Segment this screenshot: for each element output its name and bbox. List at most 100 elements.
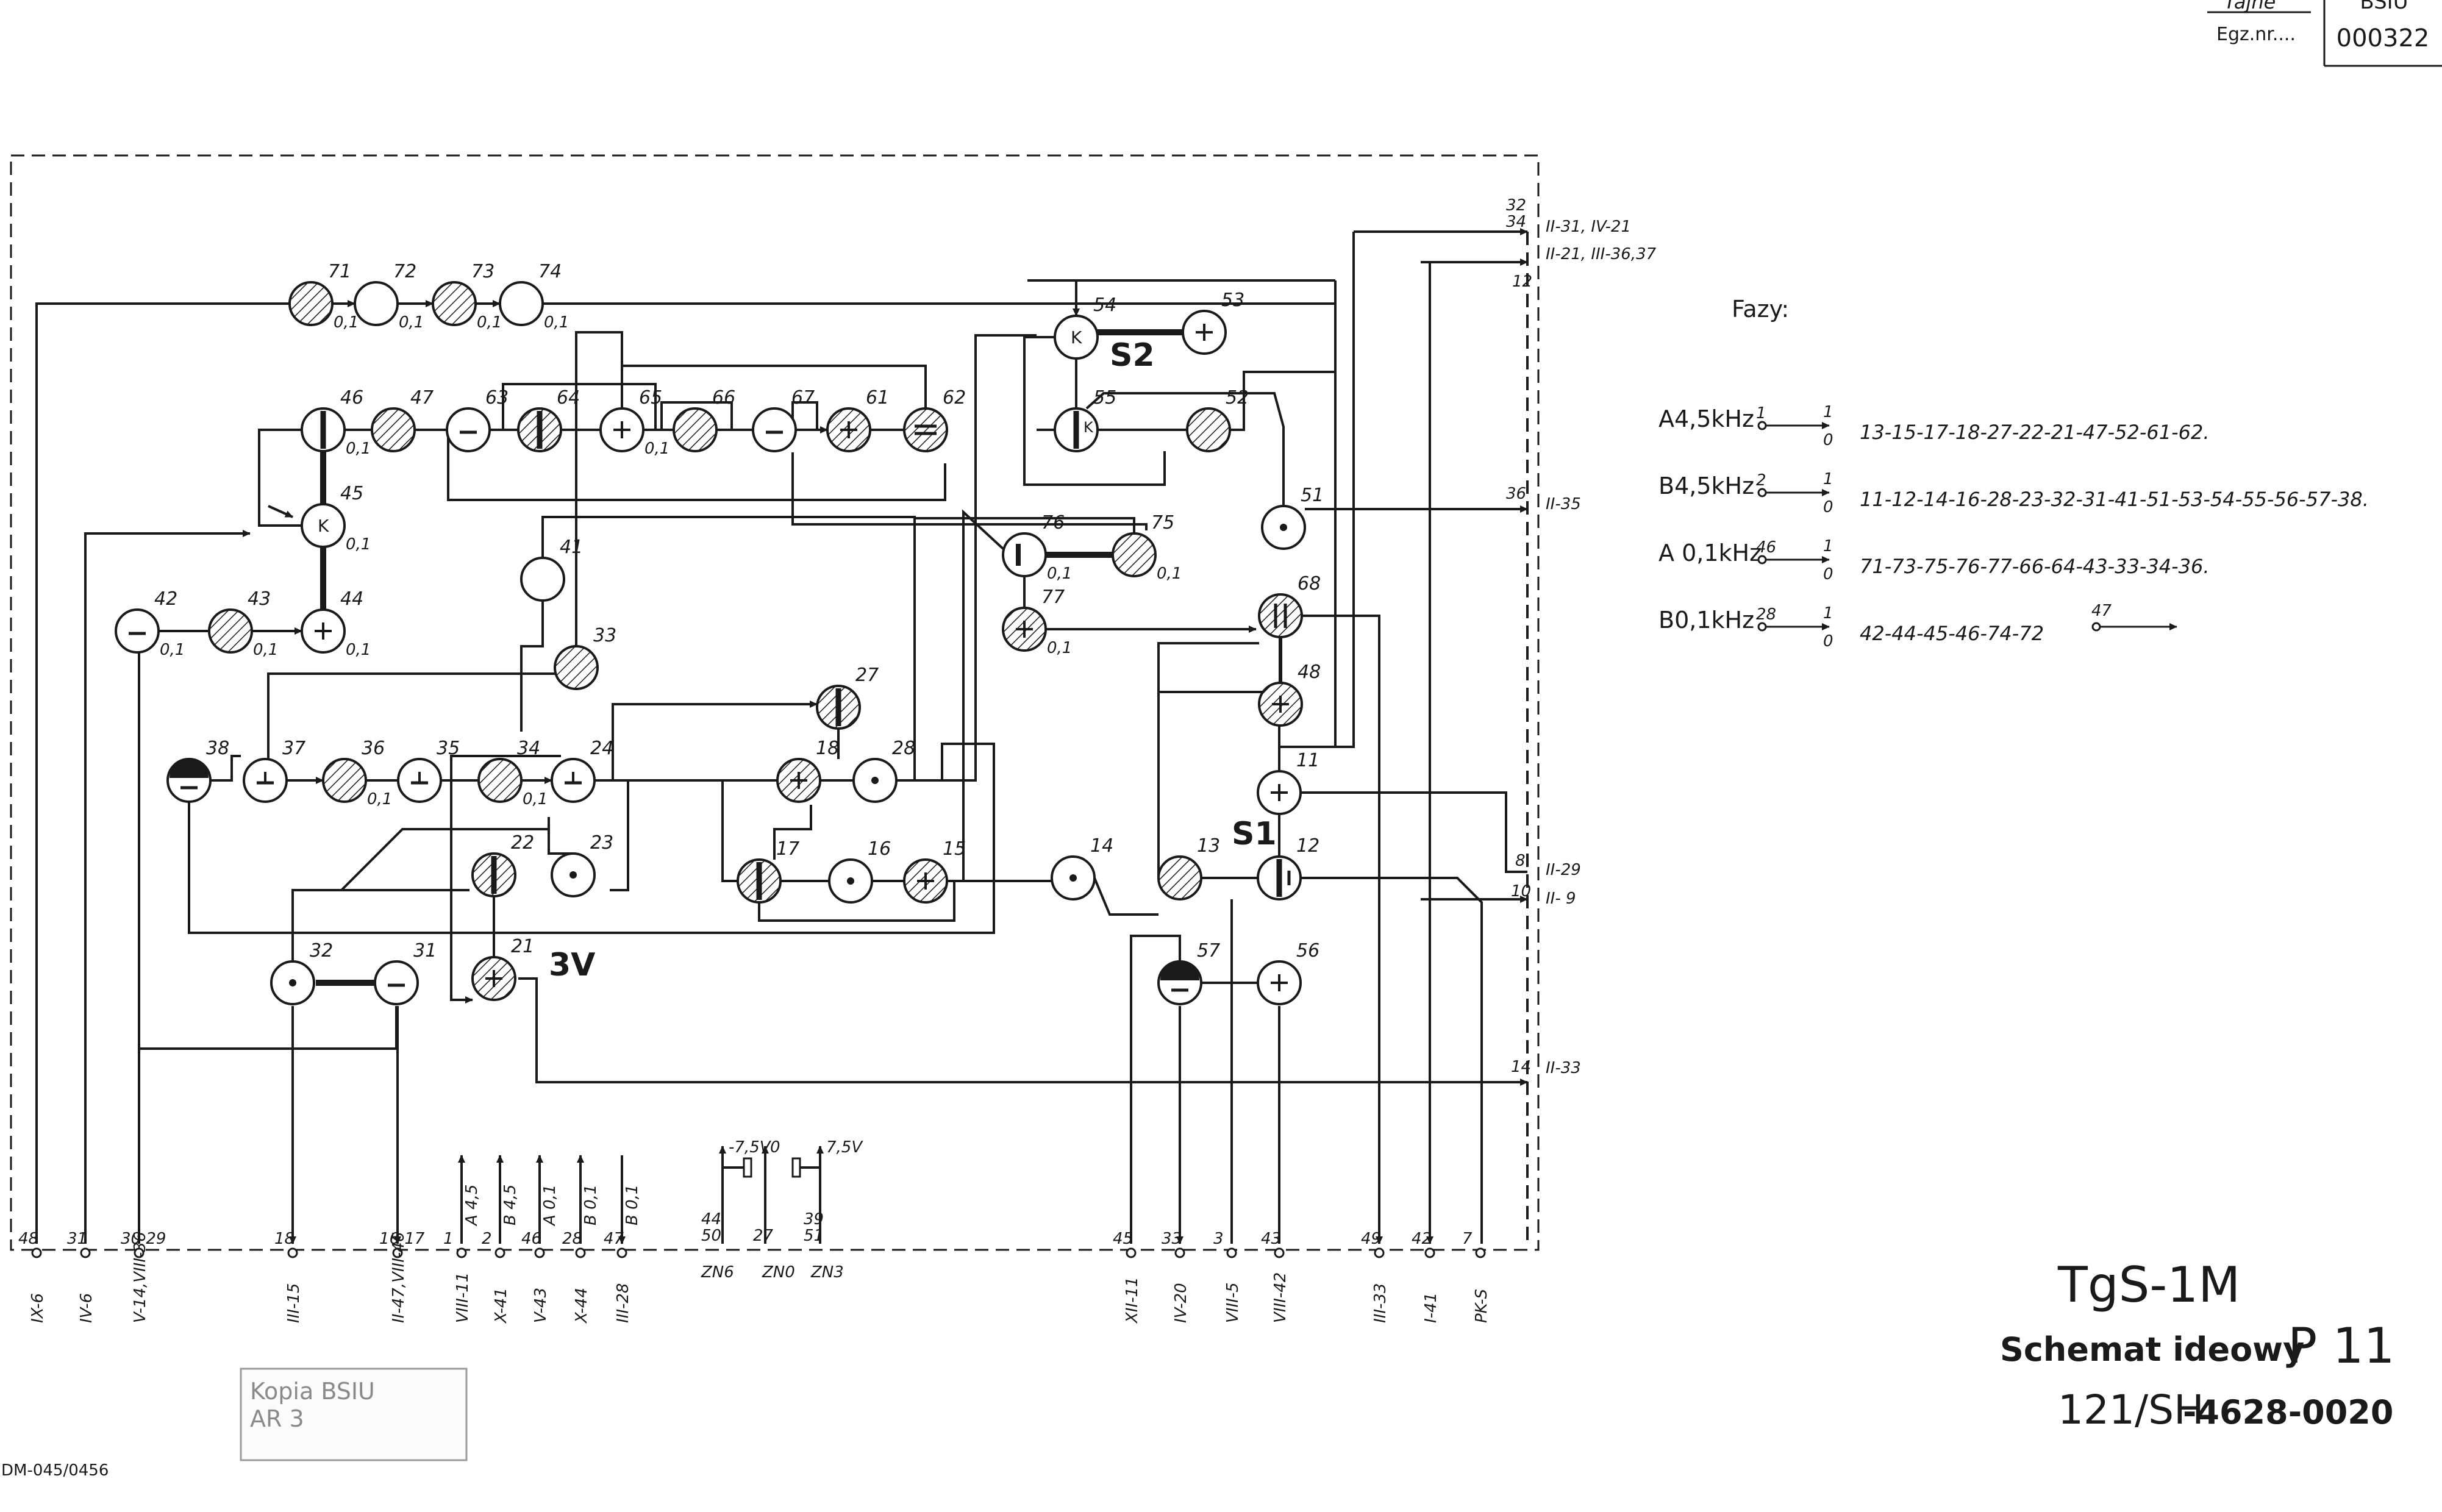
relay-31: 31 (374, 940, 437, 1005)
terminal-ref-11: IV-20 (1172, 1283, 1190, 1323)
relay-number-18: 18 (816, 738, 839, 759)
phase-out0-0: 0 (1823, 431, 1833, 449)
relay-23: 23 (551, 832, 613, 897)
relay-number-56: 56 (1296, 940, 1319, 961)
relay-number-74: 74 (538, 261, 562, 282)
3v-label: 3V (549, 947, 595, 983)
relay-coil-34 (477, 758, 523, 803)
stamp-line1: Kopia BSIU (250, 1378, 375, 1405)
relay-value-44: 0,1 (346, 641, 371, 659)
relay-coil-33 (554, 645, 599, 690)
relay-68: 68 (1258, 573, 1321, 638)
phase-out0-2: 0 (1823, 565, 1833, 583)
title-block: TgS-1M Schemat ideowy P 11 121/SH -4628-… (2000, 1257, 2394, 1433)
ext-ref-14: II-33 (1546, 1059, 1581, 1077)
relay-32: 32 (270, 940, 333, 1005)
phase-name-2: A 0,1kHz (1658, 540, 1762, 566)
phase-pin-3 (1757, 622, 1767, 632)
voltage-pos: 7,5V (826, 1138, 863, 1157)
ref-8: 8 (1515, 852, 1526, 870)
relay-number-37: 37 (282, 738, 305, 759)
relay-48: 48 (1258, 661, 1321, 727)
phase-out1-0: 1 (1823, 403, 1833, 421)
dot-mark-16 (847, 877, 854, 885)
relay-value-73: 0,1 (477, 313, 502, 332)
phase-tail-pin-3 (2091, 622, 2101, 632)
relay-27: 27 (816, 665, 879, 730)
bus-labels: A 4,5 B 4,5 A 0,1 B 0,1 B 0,1 (463, 1185, 641, 1227)
relay-56: 56 (1257, 940, 1319, 1005)
footer-code: DM-045/0456 (1, 1461, 109, 1480)
relay-coil-13 (1157, 855, 1202, 900)
relay-value-43: 0,1 (253, 641, 278, 659)
relay-coil-66 (673, 407, 718, 452)
phase-seq-1: 11-12-14-16-28-23-32-31-41-51-53-54-55-5… (1860, 488, 2369, 511)
terminal-pin-4 (392, 1247, 403, 1258)
relay-coil-67 (752, 407, 797, 452)
bus-a01: A 0,1 (541, 1185, 559, 1227)
terminal-pin-7 (534, 1247, 545, 1258)
zn0-label: ZN0 (762, 1263, 795, 1282)
phase-pin-0 (1757, 421, 1767, 430)
relay-value-34: 0,1 (523, 790, 548, 808)
relay-number-22: 22 (511, 832, 534, 854)
terminal-16: 7PK-S (1462, 1230, 1491, 1323)
relay-number-47: 47 (410, 387, 434, 408)
relay-number-35: 35 (437, 738, 460, 759)
relay-61: 61 (826, 387, 889, 452)
relay-coil-52 (1186, 407, 1231, 452)
relay-52: 52 (1186, 387, 1249, 452)
relay-number-38: 38 (206, 738, 229, 759)
tube-cap-38 (170, 758, 209, 778)
phase-seq-2: 71-73-75-76-77-66-64-43-33-34-36. (1860, 555, 2210, 578)
relay-value-74: 0,1 (544, 313, 569, 332)
zn6-label: ZN6 (701, 1263, 734, 1282)
terminal-8: 28X-44 (562, 1230, 591, 1324)
bus-b01-2: B 0,1 (623, 1185, 641, 1225)
relay-value-75: 0,1 (1157, 565, 1182, 583)
relay-67: 67 (752, 387, 815, 452)
k-mark-45: K (318, 516, 329, 536)
pin-50: 50 (701, 1227, 721, 1245)
stamp-line2: AR 3 (250, 1405, 304, 1432)
dot-mark-23 (569, 871, 577, 879)
phase-out0-1: 0 (1823, 498, 1833, 516)
terminal-number-0: 48 (18, 1230, 38, 1248)
relay-number-44: 44 (340, 588, 363, 610)
relay-number-52: 52 (1226, 387, 1249, 408)
ref-10: 10 (1511, 882, 1531, 900)
terminal-ref-5: VIII-11 (454, 1272, 472, 1323)
relay-number-27: 27 (855, 665, 879, 686)
relay-number-15: 15 (943, 838, 966, 860)
classification-text: Tajne (2224, 0, 2276, 13)
relay-14: 14 (1051, 835, 1113, 900)
terminal-ref-15: I-41 (1422, 1293, 1440, 1323)
relay-66: 66 (673, 387, 735, 452)
pin-44: 44 (701, 1210, 721, 1228)
relay-24: 24 (551, 738, 613, 803)
pin-39: 39 (804, 1210, 824, 1228)
relay-number-43: 43 (248, 588, 271, 610)
relay-13: 13 (1157, 835, 1220, 900)
relay-number-45: 45 (340, 483, 363, 504)
terminal-ref-16: PK-S (1473, 1289, 1491, 1323)
relay-35: 35 (397, 738, 460, 803)
terminal-ref-10: XII-11 (1123, 1277, 1141, 1324)
relay-number-77: 77 (1041, 587, 1065, 608)
terminal-pin-2 (134, 1247, 145, 1258)
phase-out0-3: 0 (1823, 632, 1833, 651)
relay-46: 460,1 (301, 387, 371, 458)
relay-number-55: 55 (1093, 387, 1116, 408)
relay-17: 17 (737, 838, 799, 904)
phase-out1-1: 1 (1823, 470, 1833, 488)
phase-seq-3: 42-44-45-46-74-72 (1860, 622, 2044, 645)
relay-37: 37 (243, 738, 305, 803)
